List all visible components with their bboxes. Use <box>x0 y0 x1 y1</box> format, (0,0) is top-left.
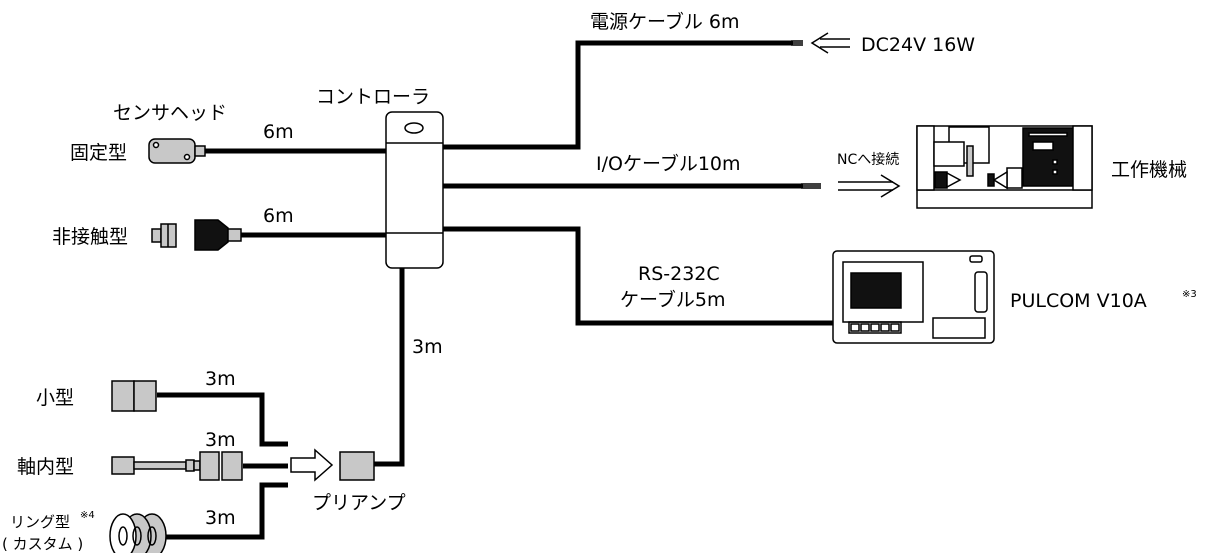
pulcom-note-mark: ※3 <box>1182 289 1197 300</box>
fixed-sensor-cable-length: 6m <box>263 121 294 143</box>
preamp-input-arrow <box>290 448 334 482</box>
power-supply-label: DC24V 16W <box>861 34 975 56</box>
inaxis-probe-label: 軸内型 <box>17 456 74 478</box>
fixed-sensor-label: 固定型 <box>70 142 127 164</box>
inaxis-probe-cable-length: 3m <box>205 429 236 451</box>
inaxis-probe-icon <box>111 451 243 481</box>
ring-probe-label: リング型 <box>10 513 70 531</box>
ring-probe-note-mark: ※4 <box>80 510 95 521</box>
controller-label: コントローラ <box>316 86 430 108</box>
ring-probe-icon <box>109 513 167 553</box>
small-probe-cable <box>157 392 288 447</box>
ring-probe-cable <box>160 482 288 540</box>
power-cable-label: 電源ケーブル 6m <box>590 10 740 33</box>
ring-probe-cable-length: 3m <box>205 507 236 529</box>
io-cable-label: I/Oケーブル10m <box>596 152 741 175</box>
controller-unit <box>385 111 444 269</box>
preamp-cable <box>374 266 405 467</box>
fixed-sensor-head-icon <box>148 138 206 164</box>
power-input-arrow <box>810 32 850 54</box>
preamp-link-cable-length: 3m <box>412 336 443 358</box>
pulcom-device-icon <box>832 250 995 344</box>
preamp-label: プリアンプ <box>312 492 406 514</box>
pulcom-label: PULCOM V10A <box>1010 290 1147 312</box>
noncontact-sensor-head-icon <box>151 219 242 251</box>
rs232-cable-label-line2: ケーブル5m <box>620 288 725 311</box>
rs232-cable-label-line1: RS-232C <box>638 263 720 285</box>
ring-probe-sublabel: ( カスタム ) <box>2 535 83 553</box>
rs232-cable <box>443 226 833 326</box>
nc-connection-note: NCへ接続 <box>837 151 899 168</box>
sensor-head-title: センサヘッド <box>113 102 227 124</box>
nc-connection-arrow <box>838 174 901 198</box>
noncontact-sensor-label: 非接触型 <box>52 226 128 248</box>
noncontact-sensor-cable-length: 6m <box>263 205 294 227</box>
io-cable-end <box>801 183 821 189</box>
preamp-icon <box>339 451 375 481</box>
small-probe-cable-length: 3m <box>205 368 236 390</box>
machine-tool-icon <box>916 125 1093 209</box>
small-probe-label: 小型 <box>36 387 74 409</box>
machine-tool-label: 工作機械 <box>1111 159 1187 181</box>
small-probe-icon <box>111 380 157 412</box>
power-cable-end <box>791 40 803 46</box>
power-cable <box>443 40 793 150</box>
